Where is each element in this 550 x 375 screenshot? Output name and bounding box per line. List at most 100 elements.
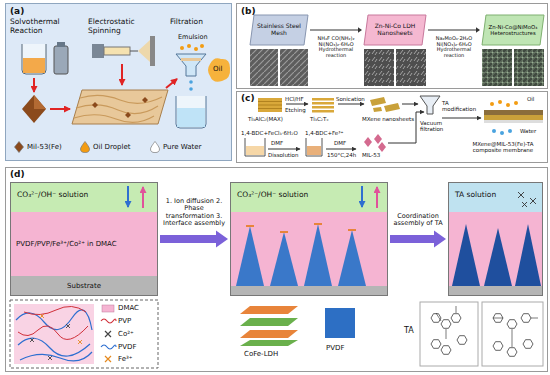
label-box: DMF: [271, 140, 283, 146]
panel-d-art-part: [236, 226, 264, 286]
label-box: HCl/HF: [285, 96, 304, 102]
panel-grounds-part: [236, 91, 548, 163]
annotation-label: Oil: [527, 96, 534, 102]
label-box: Ti₃C₂Tₓ: [310, 116, 329, 122]
mesh-substrate: Zn-Ni-Co@NiMoO₄ Heterostructures: [482, 15, 544, 45]
label-box: PVDF: [118, 343, 136, 351]
panel-letter: (b): [241, 6, 543, 16]
panel-b-art-part: [250, 49, 278, 86]
swatch-shape: [15, 142, 24, 153]
panel-d-art-part: [521, 314, 531, 323]
solution-label: CO₃²⁻/OH⁻ solution: [237, 191, 381, 200]
panel-d-art-part: [448, 212, 543, 286]
label-box: Water: [520, 128, 536, 134]
solution-label: CO₃²⁻/OH⁻ solution: [17, 191, 151, 200]
label-box: Dissolution: [268, 152, 298, 158]
panel-d-art-part: [240, 318, 298, 326]
label-box: TA: [404, 326, 414, 335]
mesh-substrate: Zn-Ni-Co LDH Nanosheets: [364, 15, 426, 45]
panel-frame: (b) Stainless Steel Mesh Zn-Ni-Co LDH Nano…: [236, 3, 548, 89]
panel-c-art-part: [484, 120, 543, 123]
panel-d-art-part: [452, 224, 480, 286]
mesh-substrate: Stainless Steel Mesh: [250, 15, 308, 45]
key-label: PVDF: [326, 344, 344, 352]
edge-label-box: NH₄F CO(NH₂)₂ Ni(NO₃)₂·6H₂O Hydrothermal…: [312, 36, 360, 59]
label-box: DMAC: [118, 304, 139, 312]
panel-a-art-part: [181, 58, 201, 61]
panel-frame: (d) CO₃²⁻/OH⁻ solutionPVDF/PVP/Fe³⁺/Co²⁺ …: [5, 167, 548, 372]
panel-d-art-part: [102, 305, 114, 312]
flow-arrow: [160, 231, 228, 248]
panel-d-art-part: [304, 224, 332, 286]
panel-c-art-part: [364, 137, 372, 147]
panel-c-art-part: [508, 129, 512, 133]
panel-grounds-part: [236, 3, 548, 89]
panel-a-art-part: [177, 108, 205, 127]
stage-frame: CO₃²⁻/OH⁻ solutionPVDF/PVP/Fe³⁺/Co²⁺ in …: [10, 182, 158, 296]
panel-c-art-part: [373, 107, 382, 112]
panel-a-art-part: [180, 46, 184, 50]
panel-d-art-part: [10, 300, 158, 368]
edge-label-box: Coordination assembly of TA: [392, 213, 444, 228]
panel-c-art-part: [312, 98, 334, 101]
panel-a-art-part: [142, 97, 148, 103]
stage-title: Zn-Ni-Co LDH Nanosheets: [370, 23, 420, 37]
panel-d-art-part: [270, 232, 298, 286]
step-title: Electrostatic Spinning: [88, 18, 160, 35]
panel-a-art-part: [176, 54, 206, 76]
panel-d-art-part: [484, 228, 512, 286]
panel-a-art-part: [72, 90, 168, 124]
label-box: Fe³⁺: [118, 355, 132, 363]
arrow-head: [476, 27, 480, 33]
arrow-head: [434, 231, 446, 248]
panel-d-art-part: [431, 340, 441, 349]
panel-a-art-part: [34, 95, 46, 109]
panel-d-art-part: [507, 320, 517, 329]
label-box: Oil: [527, 96, 534, 102]
panel-b-art: [250, 15, 544, 86]
panel-d-art-part: [40, 314, 82, 344]
panel-b-art-part: [482, 15, 544, 45]
key-label: DMAC: [118, 304, 139, 312]
panel-a-art-part: [189, 80, 193, 84]
panel-c-art-part: [306, 138, 322, 156]
panel-c-art-part: [498, 100, 502, 104]
panel-letter: (d): [10, 169, 543, 179]
panel-d-art-part: [101, 319, 116, 323]
panel-grounds-part: [5, 3, 232, 161]
panel-c-art-part: [268, 149, 300, 150]
panel-a-art-part: [22, 44, 46, 74]
panel-c-art-part: [506, 103, 510, 107]
panel-c-art-part: [374, 134, 382, 144]
label-box: 1,4-BDC+FeCl₃·6H₂O: [241, 130, 298, 136]
panel-d-art-part: [436, 306, 456, 339]
panel-a-art-part: [23, 58, 45, 73]
panel-c-art-part: [484, 110, 543, 115]
legend-text: Pure Water: [163, 143, 201, 151]
panel-d-art-part: [240, 306, 298, 314]
key-label: TA: [404, 326, 414, 335]
panel-d-art-part: [105, 331, 111, 337]
panel-d-art-part: [361, 186, 363, 207]
panel-a-art-part: [92, 44, 104, 58]
stage-title: Stainless Steel Mesh: [256, 23, 302, 37]
panel-c-art-part: [514, 101, 518, 105]
legend-text: Oil Droplet: [93, 143, 130, 151]
panel-d-art-part: [10, 212, 158, 276]
label-box: PVP: [118, 317, 131, 325]
key-label: Fe³⁺: [118, 355, 132, 363]
panel-d-art-part: [420, 302, 478, 366]
label-box: Oil: [213, 65, 222, 73]
label-box: Ti₃AlC₂(MAX): [248, 116, 283, 122]
legend-swatch: [150, 141, 160, 153]
panel-a-art-part: [33, 78, 35, 92]
flow-arrow: [390, 231, 446, 248]
panel-c-art-part: [402, 104, 418, 105]
panel-c-art-part: [326, 149, 356, 150]
panel-a-art-part: [92, 102, 98, 108]
panel-c-art-part: [312, 110, 334, 113]
panel-d-art-part: [507, 348, 517, 357]
panel-a-art: [22, 36, 230, 128]
panel-d-art-part: [10, 182, 158, 212]
arrow-shaft: [310, 30, 359, 31]
